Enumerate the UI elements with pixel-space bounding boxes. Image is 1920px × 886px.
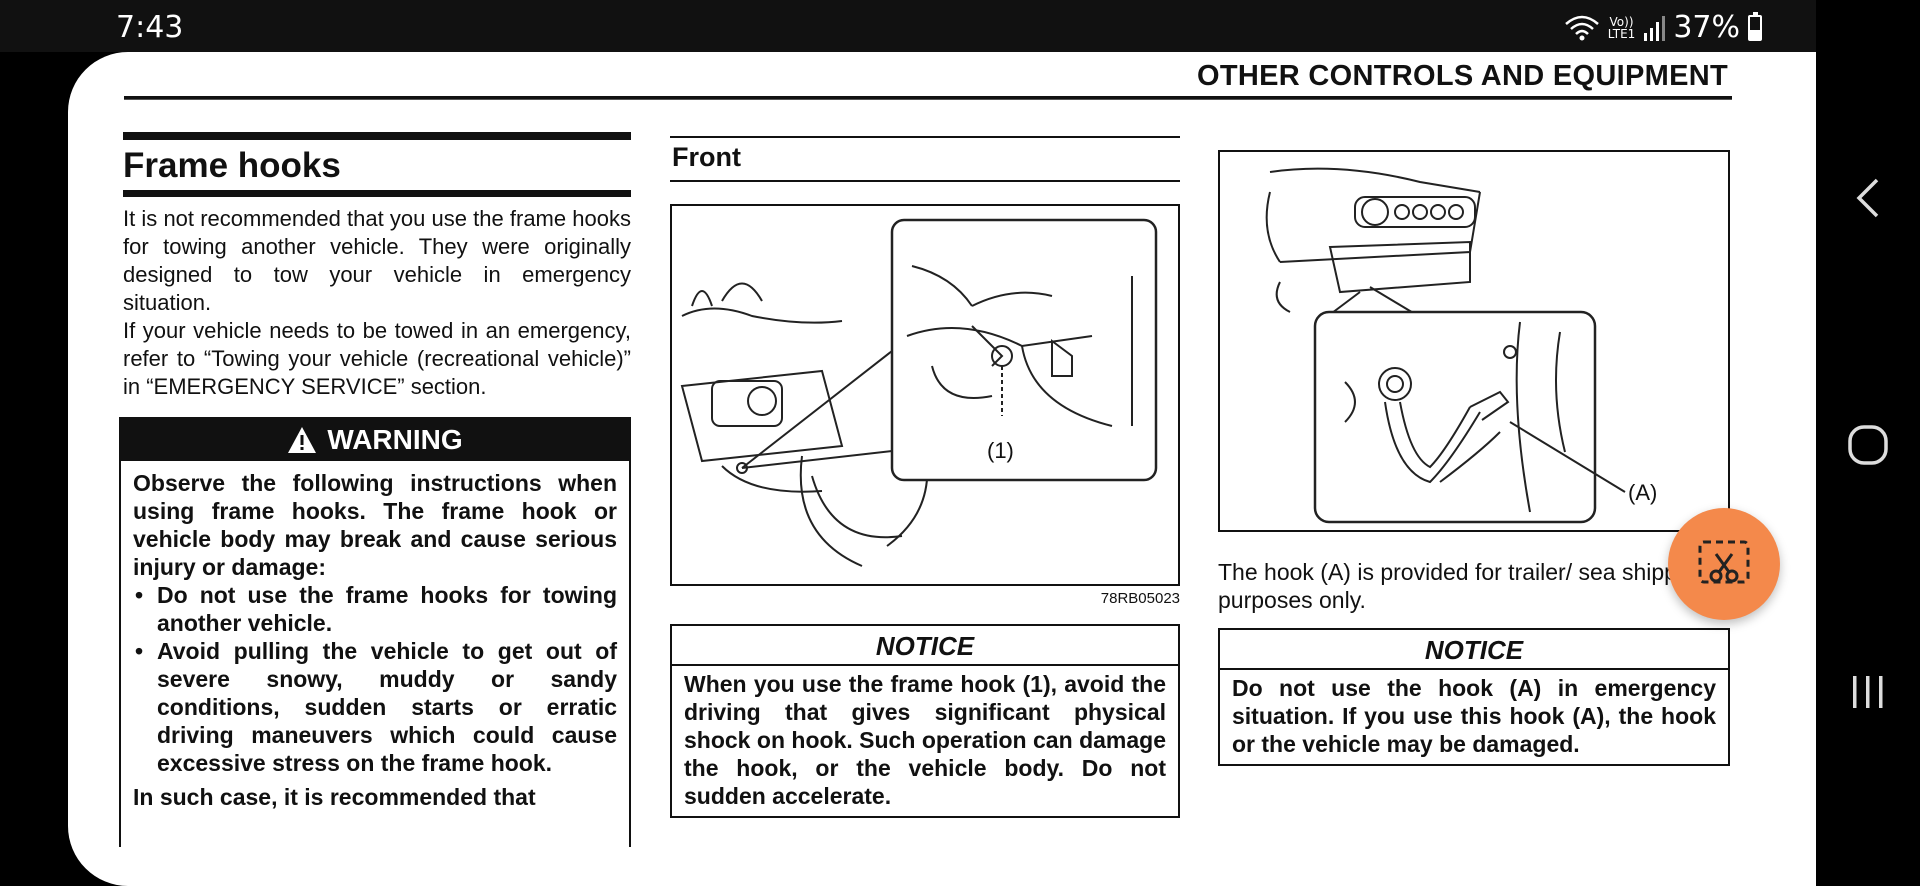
front-notice-text: When you use the frame hook (1), avoid t… [684, 671, 1166, 809]
front-notice-box: NOTICE When you use the frame hook (1), … [670, 624, 1180, 818]
battery-percent: 37% [1673, 10, 1740, 45]
warning-triangle-icon [288, 427, 317, 453]
rear-hook-caption: The hook (A) is provided for trailer/ se… [1218, 559, 1708, 613]
screenshot-capture-button[interactable] [1668, 508, 1780, 620]
status-time: 7:43 [116, 10, 184, 45]
rear-figure-code: 78R [1218, 532, 1730, 556]
section-rule-bottom [123, 190, 631, 197]
rear-hook-illustration: (A) [1265, 167, 1657, 524]
screenshot-scissors-icon [1698, 540, 1750, 584]
front-hook-illustration: (1) [680, 218, 1158, 567]
warning-label: WARNING [327, 424, 463, 455]
frame-hooks-column: Frame hooks It is not recommended that y… [119, 132, 631, 847]
header-rule [124, 96, 1732, 99]
page-header-title: OTHER CONTROLS AND EQUIPMENT [1197, 60, 1728, 92]
front-frame-hook-figure: (1) [670, 204, 1180, 586]
header-rule-thin [124, 99, 1732, 100]
warning-item: Avoid pulling the vehicle to get out of … [133, 637, 617, 777]
frame-hooks-paragraph-2: If your vehicle needs to be towed in an … [123, 318, 631, 399]
wifi-icon [1564, 15, 1599, 40]
battery-icon [1748, 11, 1762, 41]
warning-cut-text: In such case, it is recommended that [133, 784, 536, 810]
rear-callout-a: (A) [1628, 480, 1657, 505]
battery-fill [1750, 30, 1760, 39]
rear-hook-figure: (A) [1218, 150, 1730, 532]
warning-box: WARNING Observe the following instructio… [119, 417, 631, 847]
section-rule-top [123, 132, 631, 140]
rear-notice-box: NOTICE Do not use the hook (A) in emerge… [1218, 628, 1730, 766]
status-bar: 7:43 Vo)) LTE1 37% [0, 0, 1816, 52]
front-figure-code: 78RB05023 [1100, 590, 1180, 607]
section-title: Frame hooks [123, 146, 341, 185]
home-button[interactable] [1816, 405, 1920, 485]
front-callout-1: (1) [987, 438, 1014, 463]
front-notice-label: NOTICE [672, 626, 1178, 666]
front-rule-top [670, 136, 1180, 138]
warning-header: WARNING [121, 419, 629, 461]
document-page[interactable]: OTHER CONTROLS AND EQUIPMENT Frame hooks… [68, 52, 1816, 886]
front-column: Front [670, 136, 1180, 818]
home-icon [1848, 425, 1888, 465]
rear-column: (A) 78R The hook (A) is provided for tra… [1218, 150, 1730, 766]
signal-icon [1644, 15, 1666, 41]
warning-body: Observe the following instructions when … [121, 461, 629, 811]
status-icons: Vo)) LTE1 37% [1564, 10, 1762, 45]
warning-list: Do not use the frame hooks for towing an… [133, 581, 617, 777]
warning-item: Do not use the frame hooks for towing an… [133, 581, 617, 637]
front-rule-bottom [670, 180, 1180, 182]
navigation-bar [1816, 0, 1920, 886]
frame-hooks-paragraph-1: It is not recommended that you use the f… [123, 206, 631, 315]
rear-notice-text: Do not use the hook (A) in emergency sit… [1232, 675, 1716, 757]
back-chevron-icon [1856, 178, 1879, 218]
rear-notice-label: NOTICE [1220, 630, 1728, 670]
back-button[interactable] [1816, 158, 1920, 238]
warning-intro: Observe the following instructions when … [133, 470, 617, 580]
recent-apps-button[interactable] [1816, 652, 1920, 732]
front-title: Front [672, 142, 741, 172]
network-type: Vo)) LTE1 [1607, 14, 1636, 41]
recent-apps-icon [1853, 676, 1883, 708]
